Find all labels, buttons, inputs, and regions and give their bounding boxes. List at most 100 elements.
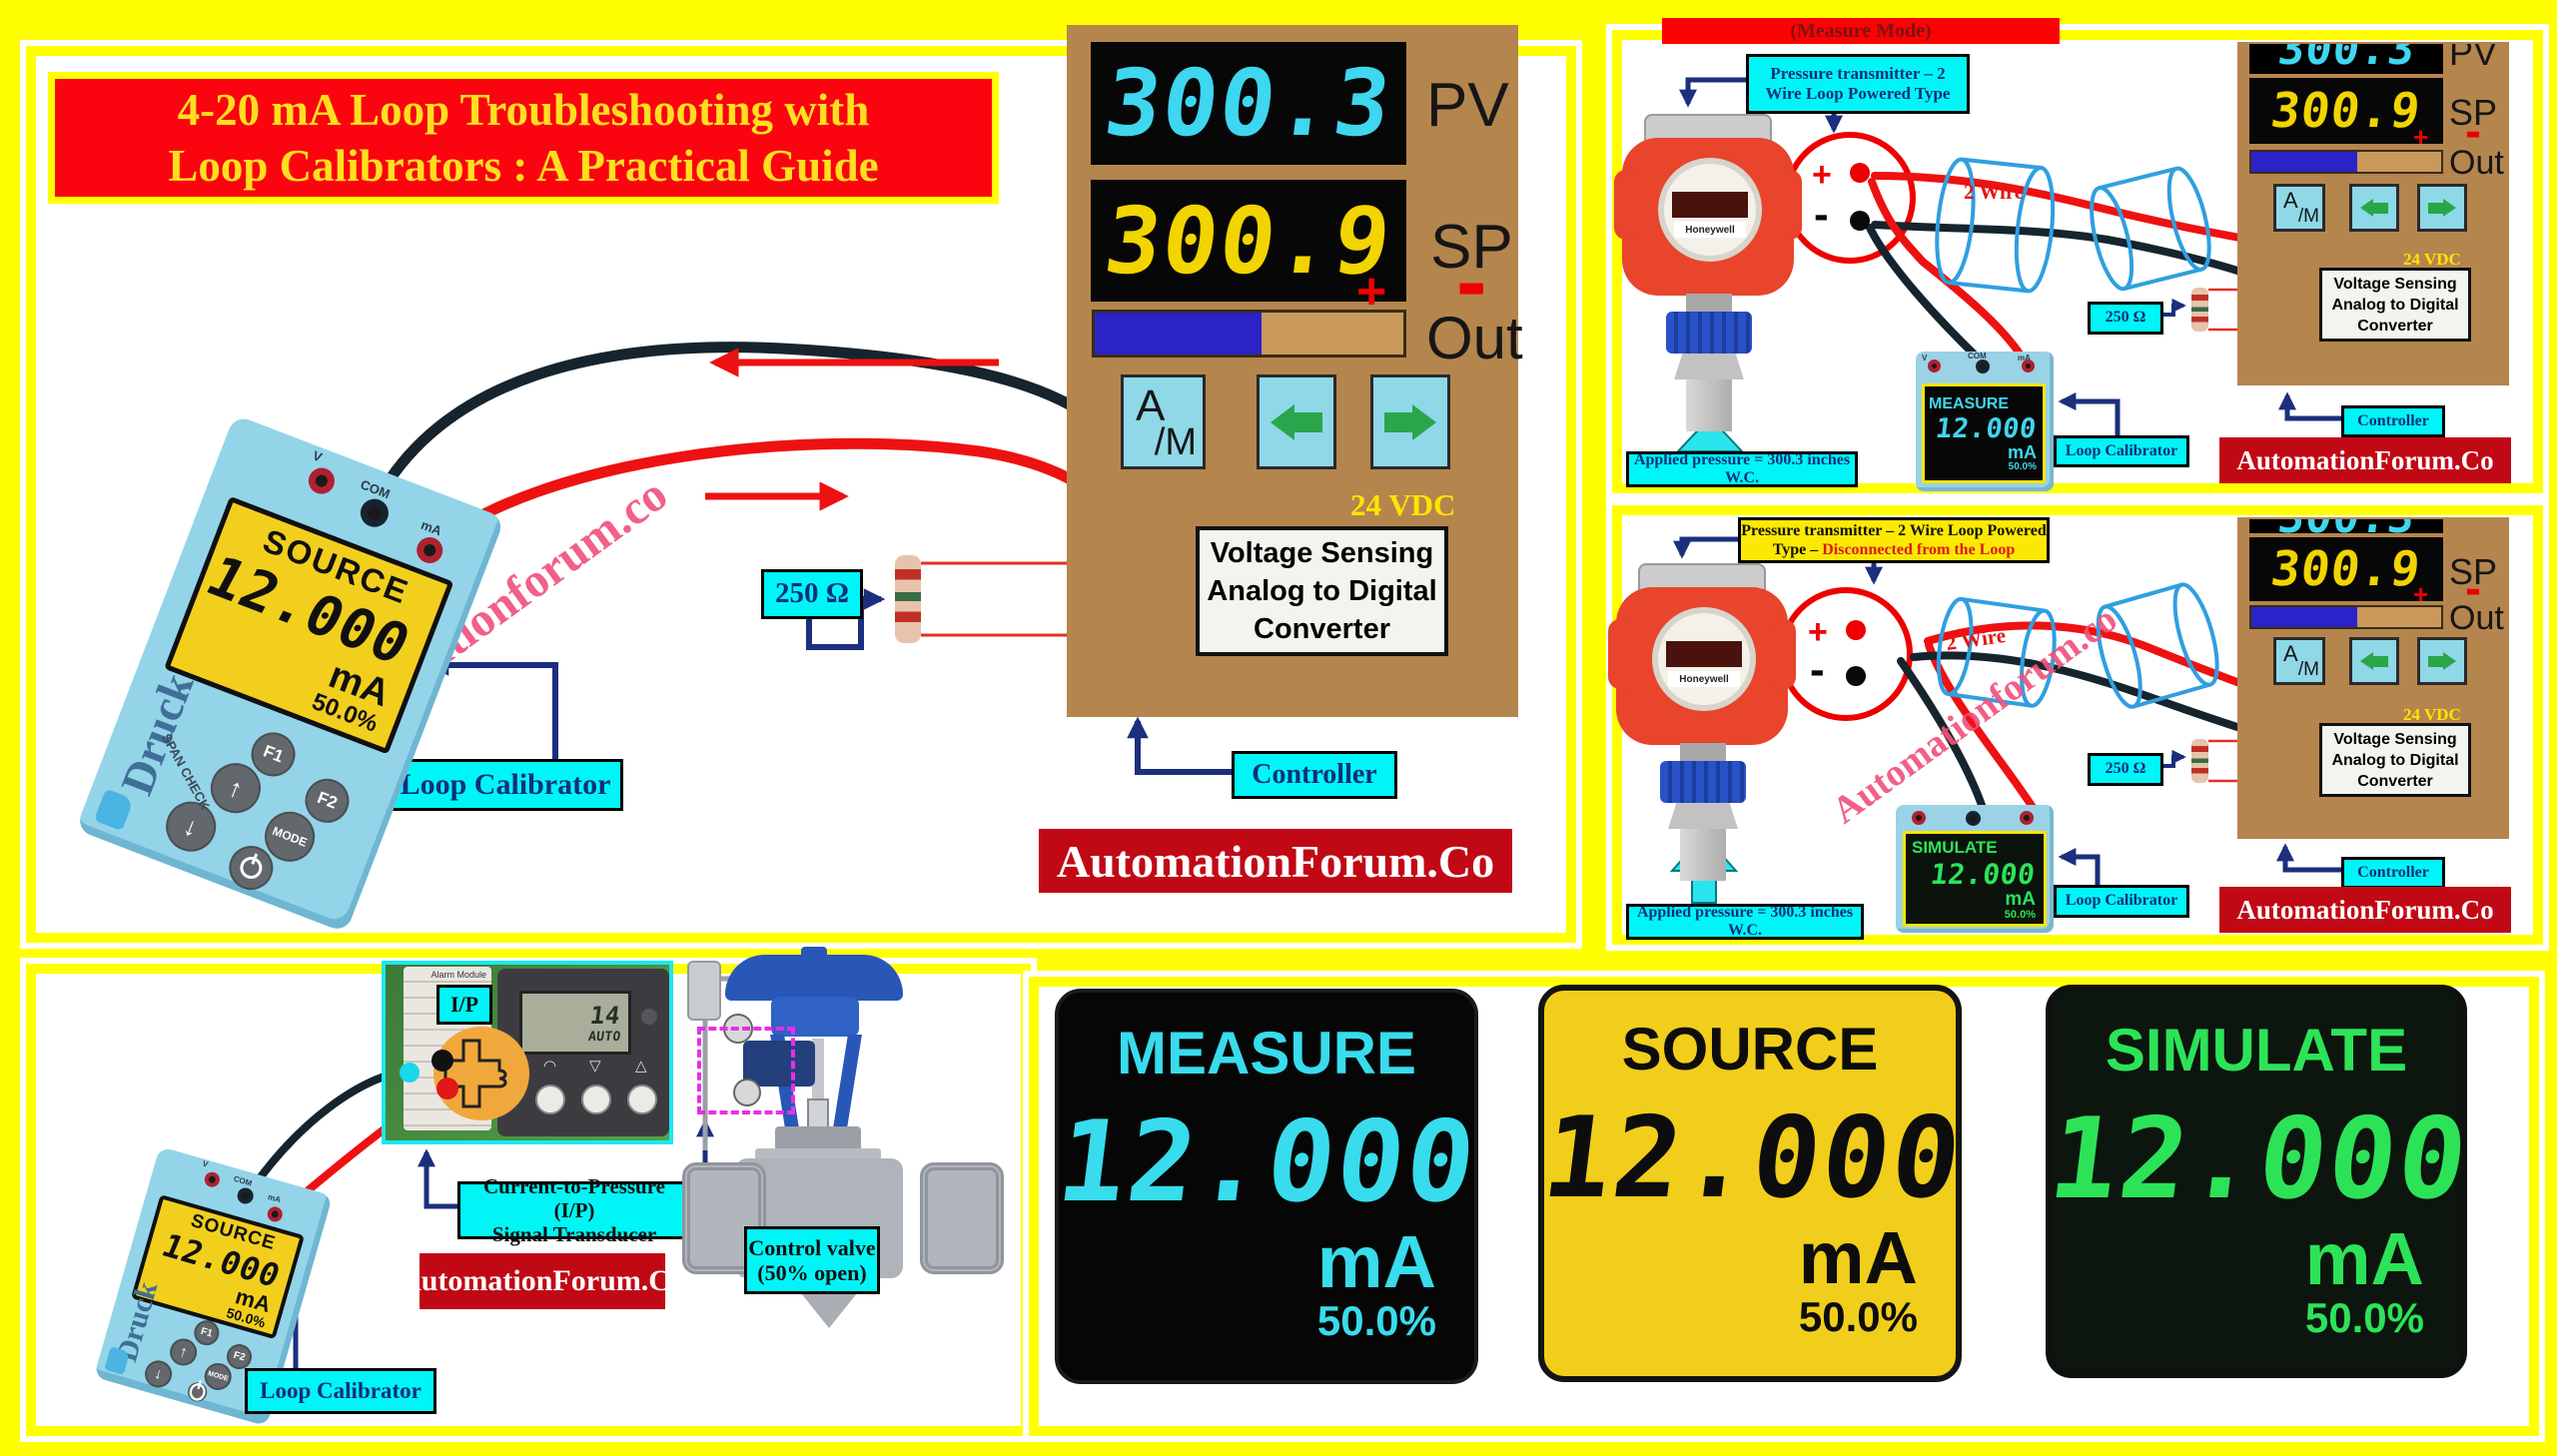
controller-tag-A: Controller: [2341, 405, 2445, 437]
valve-tag: Control valve (50% open): [744, 1226, 880, 1294]
resistor-tag: 250 Ω: [761, 569, 863, 619]
sp-label-B: SP: [2449, 551, 2498, 592]
increment-button-B[interactable]: [2417, 637, 2467, 685]
mode-label: MODE: [270, 823, 310, 850]
auto-manual-button-B[interactable]: A /M: [2273, 637, 2325, 685]
ip-terminal-red: [436, 1078, 458, 1099]
decrement-button[interactable]: [1257, 374, 1336, 469]
out-bar-A: [2249, 150, 2443, 174]
f2-label: F2: [315, 787, 341, 813]
increment-button-A[interactable]: [2417, 184, 2467, 232]
tx-lug-right: [1776, 170, 1802, 240]
ip-tag: I/P: [436, 985, 492, 1025]
ip-module-lcd: 14 AUTO: [519, 991, 631, 1055]
tx-brand-label: Honeywell: [1668, 671, 1740, 687]
brand-banner-B: AutomationForum.Co: [2219, 887, 2511, 933]
A-two-wire-label: 2 Wire: [1964, 180, 2025, 204]
A-term-ma: [2022, 360, 2035, 372]
down-arrow-icon: ↓: [152, 1364, 165, 1384]
yoke-right: [832, 1035, 862, 1134]
tx-display: [1666, 641, 1742, 667]
big-display-simulate: SIMULATE 12.000 mA 50.0%: [2043, 985, 2477, 1378]
right-arrow-icon: [1383, 403, 1437, 440]
ip-glyph-hand: ◠: [543, 1058, 557, 1075]
sp-label-A: SP: [2449, 92, 2498, 133]
brand-banner-A: AutomationForum.Co: [2219, 437, 2511, 483]
am-a: A: [1136, 381, 1166, 430]
pressure-transmitter-A: Honeywell: [1614, 110, 1804, 439]
ip-module-label: Alarm Module: [428, 970, 488, 980]
A-disp-value: 12.000: [1934, 412, 2039, 444]
brand-banner-ip: AutomationForum.Co: [400, 1253, 685, 1309]
A-disp-unit: mA: [2007, 441, 2037, 462]
tx-neck: [1680, 743, 1726, 763]
big-simulate-unit: mA: [2304, 1217, 2424, 1300]
tx-display: [1672, 192, 1748, 218]
out-bar: [1092, 310, 1406, 358]
actuator-dome: [725, 955, 903, 1001]
minus-sign-B: -: [2465, 562, 2481, 615]
sp-display-A: 300.9: [2249, 78, 2443, 144]
valve-tag-line1: Control valve: [748, 1234, 876, 1260]
plus-sign-B: +: [2413, 579, 2429, 609]
pv-label-A: PV: [2449, 44, 2498, 70]
A-disp-percent: 50.0%: [2008, 460, 2037, 472]
down-arrow-icon: ↓: [179, 809, 203, 843]
ip-button-3[interactable]: [627, 1085, 657, 1114]
out-label-A: Out: [2449, 144, 2504, 182]
brand-banner-main: AutomationForum.Co: [1039, 829, 1512, 893]
air-filter: [687, 961, 721, 1021]
pv-value: 300.3: [1099, 50, 1398, 157]
adc-line-1: Voltage Sensing: [1210, 537, 1434, 569]
minus-sign: -: [1456, 231, 1487, 333]
big-measure-unit: mA: [1316, 1220, 1436, 1303]
transducer-tag-line2: Signal Transducer: [491, 1222, 657, 1247]
ip-coil: [433, 1027, 529, 1120]
tx-hex: [1668, 803, 1738, 829]
bonnet: [775, 1126, 861, 1152]
measure-mode-title: (Measure Mode): [1790, 19, 1932, 42]
tx-brand-label: Honeywell: [1674, 222, 1746, 238]
supply-label: 24 VDC: [1350, 487, 1456, 522]
control-valve: [682, 947, 1004, 1338]
pv-display: 300.3: [1091, 42, 1406, 165]
power-icon: [237, 853, 266, 883]
ip-button-2[interactable]: [581, 1085, 611, 1114]
resistor-250-B: [2191, 739, 2208, 783]
f1-label: F1: [261, 741, 287, 767]
pv-display-B: 300.3: [2249, 519, 2443, 533]
decrement-button-A[interactable]: [2349, 184, 2399, 232]
decrement-button-B[interactable]: [2349, 637, 2399, 685]
left-arrow-icon-B: [2359, 652, 2389, 670]
right-arrow-icon-B: [2427, 652, 2457, 670]
adc-line-3: Converter: [1254, 613, 1390, 645]
big-display-measure: MEASURE 12.000 mA 50.0%: [1051, 989, 1484, 1384]
big-source-percent: 50.0%: [1798, 1293, 1918, 1340]
sp-value-B: 300.9: [2267, 541, 2425, 597]
pv-label: PV: [1426, 71, 1509, 140]
ip-glyph-down: ▽: [589, 1058, 601, 1075]
A-plus-sign: +: [1812, 156, 1832, 194]
auto-manual-button-A[interactable]: A /M: [2273, 184, 2325, 232]
tx-lug-right: [1770, 619, 1796, 689]
pt-tag-B: Pressure transmitter – 2 Wire Loop Power…: [1738, 517, 2050, 563]
loop-calibrator-tag-A: Loop Calibrator: [2054, 435, 2189, 467]
right-arrow-icon-A: [2427, 199, 2457, 217]
big-measure-percent: 50.0%: [1316, 1297, 1436, 1344]
auto-manual-button[interactable]: A /M: [1121, 374, 1206, 469]
A-term-com: [1976, 360, 1990, 373]
ip-lcd-mode: AUTO: [586, 1029, 621, 1045]
measure-display-A: MEASURE 12.000 mA 50.0%: [1922, 383, 2046, 483]
tx-lug-left: [1608, 619, 1634, 689]
B-disp-percent: 50.0%: [2004, 908, 2036, 921]
pt-tag-B-line2-red: Disconnected from the Loop: [1822, 541, 2016, 558]
increment-button[interactable]: [1370, 374, 1450, 469]
pv-value-A: 300.3: [2274, 44, 2418, 74]
big-simulate-value: 12.000: [2043, 1094, 2477, 1224]
ip-terminal-cyan: [400, 1063, 420, 1083]
applied-pressure-B: Applied pressure = 300.3 inches W.C.: [1626, 904, 1864, 940]
transducer-tag-line1: Current-to-Pressure (I/P): [483, 1173, 665, 1222]
big-simulate-percent: 50.0%: [2304, 1294, 2424, 1341]
ip-button-1[interactable]: [535, 1085, 565, 1114]
B-disp-mode: SIMULATE: [1912, 837, 1998, 857]
